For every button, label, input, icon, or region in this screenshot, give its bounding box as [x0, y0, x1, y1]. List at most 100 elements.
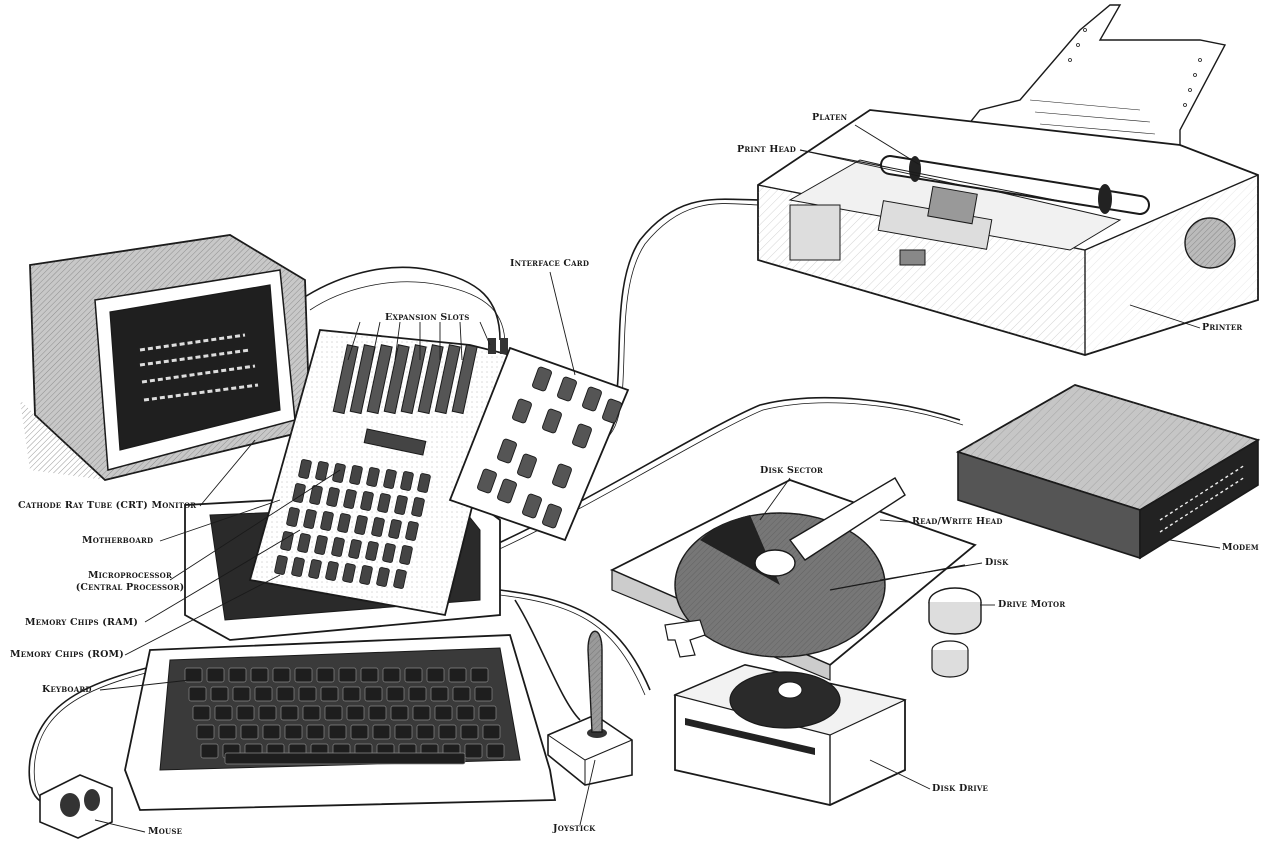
interface-chip	[497, 438, 517, 464]
key	[324, 705, 343, 721]
key	[218, 724, 237, 740]
memory-chip	[382, 543, 396, 563]
expansion-slot	[451, 344, 478, 415]
label-platen: Platen	[812, 112, 848, 123]
label-keyboard: Keyboard	[42, 684, 92, 695]
key	[412, 705, 431, 721]
interface-chip	[557, 376, 577, 402]
key	[452, 686, 471, 702]
interface-chip	[512, 398, 532, 424]
memory-chip	[291, 557, 305, 577]
memory-chip	[405, 521, 419, 541]
key	[434, 705, 453, 721]
key	[254, 686, 273, 702]
memory-chip	[400, 471, 414, 491]
interface-chip	[542, 503, 562, 529]
key	[258, 705, 277, 721]
label-motherboard: Motherboard	[82, 535, 154, 546]
key	[284, 724, 303, 740]
memory-chip	[325, 561, 339, 581]
interface-chip	[532, 366, 552, 392]
mouse	[39, 774, 113, 839]
key	[232, 686, 251, 702]
interface-chip	[477, 468, 497, 494]
memory-chip	[297, 533, 311, 553]
memory-chip	[417, 473, 431, 493]
key	[460, 724, 479, 740]
expansion-slots	[332, 344, 478, 415]
key	[470, 667, 489, 683]
label-memory-ram: Memory Chips (RAM)	[25, 617, 139, 628]
disk-drive	[609, 477, 982, 806]
key	[408, 686, 427, 702]
crt-monitor	[20, 234, 311, 481]
memory-chip	[286, 507, 300, 527]
interface-chip	[522, 493, 542, 519]
label-memory-rom: Memory Chips (ROM)	[10, 649, 124, 660]
memory-chip	[292, 483, 306, 503]
key	[368, 705, 387, 721]
memory-chip	[393, 569, 407, 589]
label-interface-card: Interface Card	[510, 258, 590, 269]
key	[272, 667, 291, 683]
memory-chip	[383, 469, 397, 489]
memory-chip	[342, 563, 356, 583]
key	[276, 686, 295, 702]
key	[438, 724, 457, 740]
key	[294, 667, 313, 683]
label-mouse: Mouse	[148, 826, 183, 837]
label-printer: Printer	[1202, 322, 1243, 333]
memory-chip	[309, 485, 323, 505]
label-disk-sector: Disk Sector	[760, 465, 824, 476]
label-microprocessor: Microprocessor (Central Processor)	[60, 570, 200, 594]
key	[360, 667, 379, 683]
key	[214, 705, 233, 721]
memory-chip	[411, 497, 425, 517]
interface-card	[448, 346, 630, 542]
key	[342, 686, 361, 702]
memory-chip	[314, 535, 328, 555]
expansion-slot	[434, 344, 461, 415]
key	[404, 667, 423, 683]
key	[328, 724, 347, 740]
key	[236, 705, 255, 721]
label-read-write-head: Read/Write Head	[912, 516, 1003, 527]
memory-chip	[337, 513, 351, 533]
key	[320, 686, 339, 702]
key	[200, 743, 219, 759]
key	[196, 724, 215, 740]
key	[382, 667, 401, 683]
expansion-slot	[417, 344, 444, 415]
expansion-slot	[400, 344, 427, 415]
key	[448, 667, 467, 683]
key	[188, 686, 207, 702]
key	[478, 705, 497, 721]
label-crt-monitor: Cathode Ray Tube (CRT) Monitor	[18, 500, 197, 511]
key	[474, 686, 493, 702]
memory-chip	[371, 517, 385, 537]
interface-chip	[552, 463, 572, 489]
expansion-slot	[366, 344, 393, 415]
label-microprocessor-line2: (Central Processor)	[75, 582, 185, 593]
key	[390, 705, 409, 721]
key	[430, 686, 449, 702]
memory-chip	[377, 493, 391, 513]
memory-chip	[399, 545, 413, 565]
interface-chip	[497, 478, 517, 504]
key	[298, 686, 317, 702]
spacebar	[224, 752, 466, 765]
motherboard	[248, 329, 512, 617]
memory-chip	[365, 541, 379, 561]
keyboard-keys	[184, 667, 505, 765]
memory-chip	[308, 559, 322, 579]
memory-chip	[388, 519, 402, 539]
label-disk-drive: Disk Drive	[932, 783, 989, 794]
key	[306, 724, 325, 740]
memory-chip	[320, 511, 334, 531]
key	[350, 724, 369, 740]
key	[184, 667, 203, 683]
interface-chip	[602, 398, 622, 424]
memory-chip	[303, 509, 317, 529]
key	[364, 686, 383, 702]
